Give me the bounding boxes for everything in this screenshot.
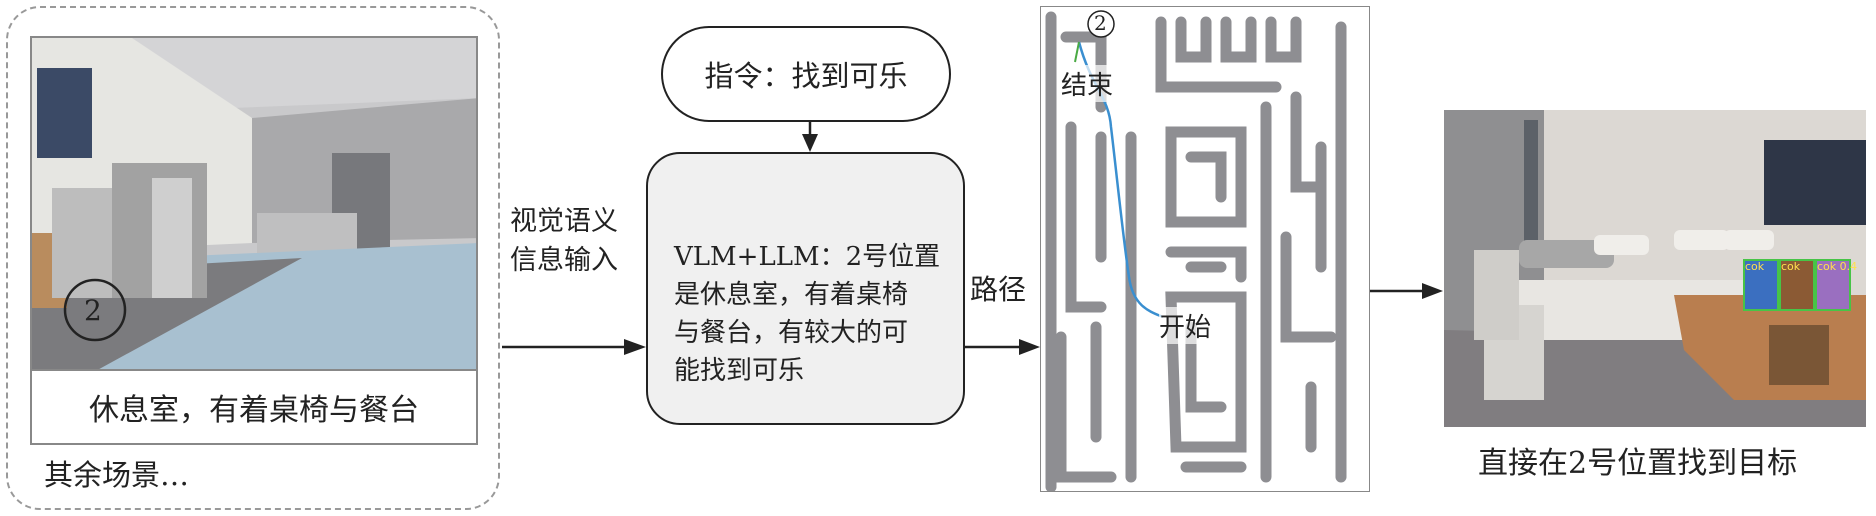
arrow-instruction-down (802, 122, 818, 152)
lounge-scene-image: 2 (30, 36, 478, 371)
map-marker-number: 2 (1094, 11, 1107, 35)
instruction-box: 指令：找到可乐 (661, 26, 951, 122)
location-marker-number: 2 (84, 294, 102, 327)
detection-label: cok 0.4 (1817, 260, 1858, 273)
start-label: 开始 (1159, 307, 1212, 344)
instruction-text: 指令：找到可乐 (704, 59, 908, 93)
navigation-map: 2 结束 开始 (1040, 6, 1370, 492)
map-marker-circle (1087, 10, 1115, 38)
other-scenes-label: 其余场景… (44, 458, 190, 492)
reasoning-line: VLM+LLM：2号位置 (674, 242, 941, 272)
location-marker-circle (63, 278, 127, 342)
reasoning-box: VLM+LLM：2号位置 是休息室，有着桌椅 与餐台，有较大的可 能找到可乐 (646, 152, 965, 425)
arrow-to-map (965, 339, 1040, 355)
result-scene-image: cok cok cok 0.4 (1444, 110, 1866, 427)
end-label: 结束 (1061, 65, 1114, 102)
detection-label: cok (1745, 260, 1765, 273)
detection-label: cok (1781, 260, 1801, 273)
reasoning-line: 与餐台，有较大的可 (674, 318, 909, 348)
scene-caption: 休息室，有着桌椅与餐台 (30, 371, 478, 445)
path-label: 路径 (970, 273, 1027, 306)
scene-group-frame (6, 6, 500, 510)
path-end-segment (1074, 41, 1080, 63)
reasoning-line: 是休息室，有着桌椅 (674, 280, 909, 310)
arrow1-label-line2: 信息输入 (510, 245, 618, 276)
map-walls (1045, 11, 1347, 491)
reasoning-line: 能找到可乐 (674, 356, 805, 386)
arrow-to-reasoning (502, 339, 646, 355)
arrow1-label-line1: 视觉语义 (510, 206, 618, 237)
result-caption: 直接在2号位置找到目标 (1478, 446, 1798, 481)
arrow-to-result (1370, 283, 1443, 299)
